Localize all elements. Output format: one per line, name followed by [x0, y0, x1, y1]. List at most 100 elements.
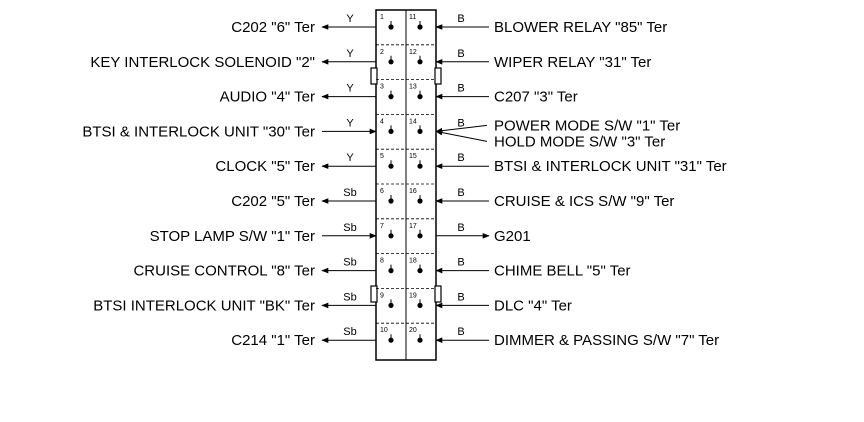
terminal-label: AUDIO "4" Ter: [220, 89, 315, 106]
pin-number: 14: [409, 118, 417, 125]
terminal-label: BTSI INTERLOCK UNIT "BK" Ter: [93, 297, 315, 314]
pin-number: 5: [380, 153, 384, 160]
terminal-label: C202 "5" Ter: [231, 193, 315, 210]
wire-color-label: B: [457, 291, 464, 303]
terminal-label: C207 "3" Ter: [494, 89, 578, 106]
terminal-label: BLOWER RELAY "85" Ter: [494, 19, 667, 36]
terminal-label: HOLD MODE S/W "3" Ter: [494, 133, 665, 150]
terminal-dot: [417, 128, 423, 134]
terminal-label: CLOCK "5" Ter: [215, 158, 315, 175]
pin-number: 17: [409, 223, 417, 230]
terminal-dot: [417, 337, 423, 343]
wire-line: [435, 129, 488, 142]
wire-color-label: B: [457, 117, 464, 129]
pin-number: 6: [380, 188, 384, 195]
pin-number: 13: [409, 84, 417, 91]
terminal-dot: [417, 233, 423, 239]
wire-color-label: B: [457, 83, 464, 95]
wire-color-label: Sb: [343, 257, 356, 269]
pin-number: 18: [409, 258, 417, 265]
pin-number: 2: [380, 49, 384, 56]
wire-color-label: B: [457, 222, 464, 234]
wire-color-label: B: [457, 13, 464, 25]
terminal-dot: [417, 268, 423, 274]
wire-color-label: Sb: [343, 187, 356, 199]
left-pin-5: Y CLOCK "5" Ter: [215, 152, 376, 175]
wire-line: [435, 124, 488, 134]
terminal-dot: [417, 163, 423, 169]
wire-color-label: Y: [346, 152, 354, 164]
pin-number: 1: [380, 14, 384, 21]
terminal-dot: [388, 302, 394, 308]
terminal-dot: [417, 198, 423, 204]
pin-number: 4: [380, 118, 384, 125]
pin-number: 10: [380, 327, 388, 334]
right-pin-13: B C207 "3" Ter: [435, 83, 578, 106]
terminal-dot: [388, 24, 394, 30]
wire-color-label: Y: [346, 48, 354, 60]
right-pin-20: B DIMMER & PASSING S/W "7" Ter: [435, 326, 719, 349]
left-pin-4: Y BTSI & INTERLOCK UNIT "30" Ter: [82, 117, 377, 140]
terminal-dot: [417, 59, 423, 65]
terminal-label: BTSI & INTERLOCK UNIT "30" Ter: [82, 123, 315, 140]
wire-color-label: Sb: [343, 222, 356, 234]
terminal-label: CRUISE CONTROL "8" Ter: [133, 263, 315, 280]
terminal-dot: [417, 94, 423, 100]
wire-color-label: B: [457, 187, 464, 199]
pin-number: 9: [380, 292, 384, 299]
terminal-dot: [388, 268, 394, 274]
right-pin-15: B BTSI & INTERLOCK UNIT "31" Ter: [435, 152, 727, 175]
wire-color-label: Y: [346, 83, 354, 95]
wire-color-label: Y: [346, 13, 354, 25]
terminal-dot: [417, 302, 423, 308]
right-pin-18: B CHIME BELL "5" Ter: [435, 257, 631, 280]
pin-number: 12: [409, 49, 417, 56]
terminal-label: DLC "4" Ter: [494, 297, 572, 314]
terminal-label: WIPER RELAY "31" Ter: [494, 54, 651, 71]
terminal-label: CHIME BELL "5" Ter: [494, 263, 631, 280]
wire-color-label: Sb: [343, 291, 356, 303]
terminal-dot: [417, 24, 423, 30]
terminal-label: C202 "6" Ter: [231, 19, 315, 36]
pin-number: 15: [409, 153, 417, 160]
terminal-label: BTSI & INTERLOCK UNIT "31" Ter: [494, 158, 727, 175]
left-pin-1: Y C202 "6" Ter: [231, 13, 376, 36]
pin-number: 3: [380, 84, 384, 91]
pin-number: 11: [409, 14, 416, 21]
terminal-dot: [388, 337, 394, 343]
right-pin-11: B BLOWER RELAY "85" Ter: [435, 13, 667, 36]
terminal-dot: [388, 94, 394, 100]
terminal-label: DIMMER & PASSING S/W "7" Ter: [494, 332, 719, 349]
terminal-dot: [388, 198, 394, 204]
wire-color-label: B: [457, 326, 464, 338]
terminal-label: G201: [494, 228, 531, 245]
right-pin-19: B DLC "4" Ter: [435, 291, 572, 314]
wire-color-label: Y: [346, 117, 354, 129]
pin-number: 16: [409, 188, 417, 195]
wire-color-label: B: [457, 257, 464, 269]
right-pin-17: B G201: [436, 222, 531, 245]
terminal-dot: [388, 128, 394, 134]
terminal-dot: [388, 59, 394, 65]
wire-color-label: B: [457, 152, 464, 164]
pin-number: 7: [380, 223, 384, 230]
terminal-dot: [388, 163, 394, 169]
terminal-dot: [388, 233, 394, 239]
terminal-label: STOP LAMP S/W "1" Ter: [150, 228, 315, 245]
pin-number: 8: [380, 258, 384, 265]
pin-number: 19: [409, 292, 417, 299]
left-pin-3: Y AUDIO "4" Ter: [220, 83, 376, 106]
terminal-label: C214 "1" Ter: [231, 332, 315, 349]
terminal-label: POWER MODE S/W "1" Ter: [494, 117, 680, 134]
right-pin-12: B WIPER RELAY "31" Ter: [435, 48, 651, 71]
wire-color-label: B: [457, 48, 464, 60]
